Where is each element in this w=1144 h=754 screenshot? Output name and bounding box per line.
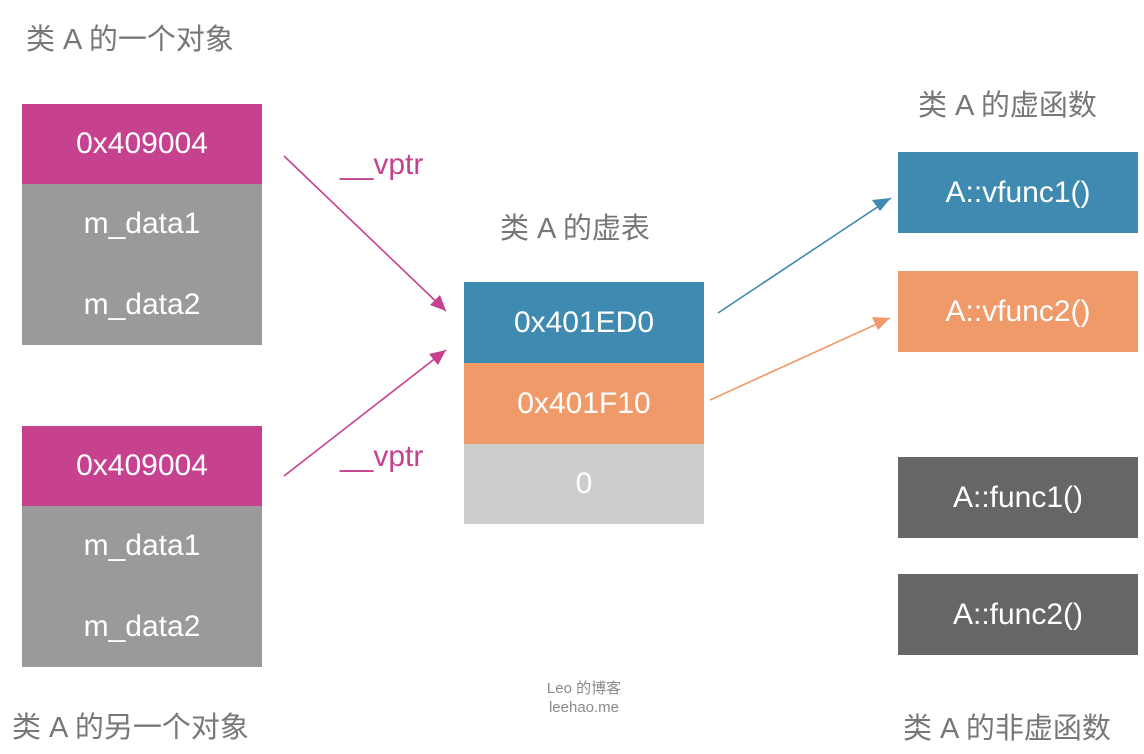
vtable-entry-1: 0x401ED0 — [464, 282, 704, 363]
vfunc2-box: A::vfunc2() — [898, 271, 1138, 352]
arrowhead-icon — [872, 317, 890, 330]
object1-vptr-cell: 0x409004 — [22, 104, 262, 184]
object2-title: 类 A 的另一个对象 — [12, 712, 249, 744]
object2-data2-cell: m_data2 — [22, 586, 262, 667]
func2-box: A::func2() — [898, 574, 1138, 655]
object1-data1-cell: m_data1 — [22, 184, 262, 264]
arrow-object2-to-vtable — [283, 349, 447, 477]
object2-vptr-cell: 0x409004 — [22, 426, 262, 506]
virtual-funcs-title: 类 A 的虚函数 — [918, 90, 1097, 122]
vfunc1-box: A::vfunc1() — [898, 152, 1138, 233]
arrow-object1-to-vtable — [283, 155, 447, 312]
vptr-label-1: __vptr — [340, 148, 424, 181]
object2-data1-cell: m_data1 — [22, 506, 262, 586]
arrow-vtable-to-vfunc1 — [717, 197, 892, 314]
func1-box: A::func1() — [898, 457, 1138, 538]
object1-data2-cell: m_data2 — [22, 264, 262, 345]
vtable-entry-2: 0x401F10 — [464, 363, 704, 444]
vtable-title: 类 A 的虚表 — [500, 213, 650, 245]
watermark-url: leehao.me — [548, 699, 620, 716]
arrowhead-icon — [872, 198, 891, 211]
arrow-vtable-to-vfunc2 — [709, 317, 891, 401]
arrowhead-icon — [429, 350, 446, 365]
arrowhead-icon — [430, 295, 446, 311]
vtable-terminator: 0 — [464, 444, 704, 524]
object1-title: 类 A 的一个对象 — [26, 24, 234, 56]
watermark-blog-name: Leo 的博客 — [546, 680, 622, 697]
vptr-label-2: __vptr — [340, 440, 424, 473]
nonvirtual-funcs-title: 类 A 的非虚函数 — [903, 713, 1111, 745]
